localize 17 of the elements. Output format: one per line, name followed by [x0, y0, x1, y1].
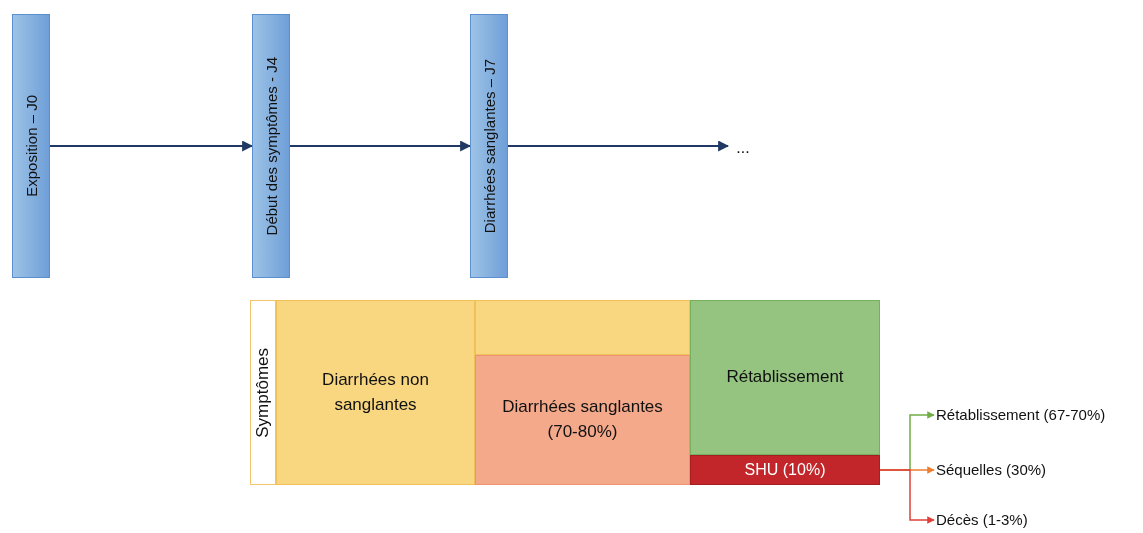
row-label-box: Symptômes [250, 300, 276, 485]
outcome-text: Rétablissement (67-70%) [934, 403, 1143, 427]
arrow [290, 140, 472, 152]
timeline-box: Début des symptômes - J4 [252, 14, 290, 278]
arrow [508, 140, 730, 152]
outcome-text: Décès (1-3%) [934, 508, 1114, 532]
complication-band: SHU (10%) [690, 455, 880, 485]
continuation-text: ... [728, 136, 758, 160]
symptom-band [475, 300, 690, 355]
outcome-text: Séquelles (30%) [934, 458, 1114, 482]
timeline-box: Diarrhées sanglantes – J7 [470, 14, 508, 278]
timeline-box: Exposition – J0 [12, 14, 50, 278]
arrow [879, 469, 935, 524]
symptom-band: Diarrhées non sanglantes [276, 300, 475, 485]
arrow [50, 140, 254, 152]
symptom-band: Diarrhées sanglantes (70-80%) [475, 355, 690, 485]
outcome-band: Rétablissement [690, 300, 880, 455]
